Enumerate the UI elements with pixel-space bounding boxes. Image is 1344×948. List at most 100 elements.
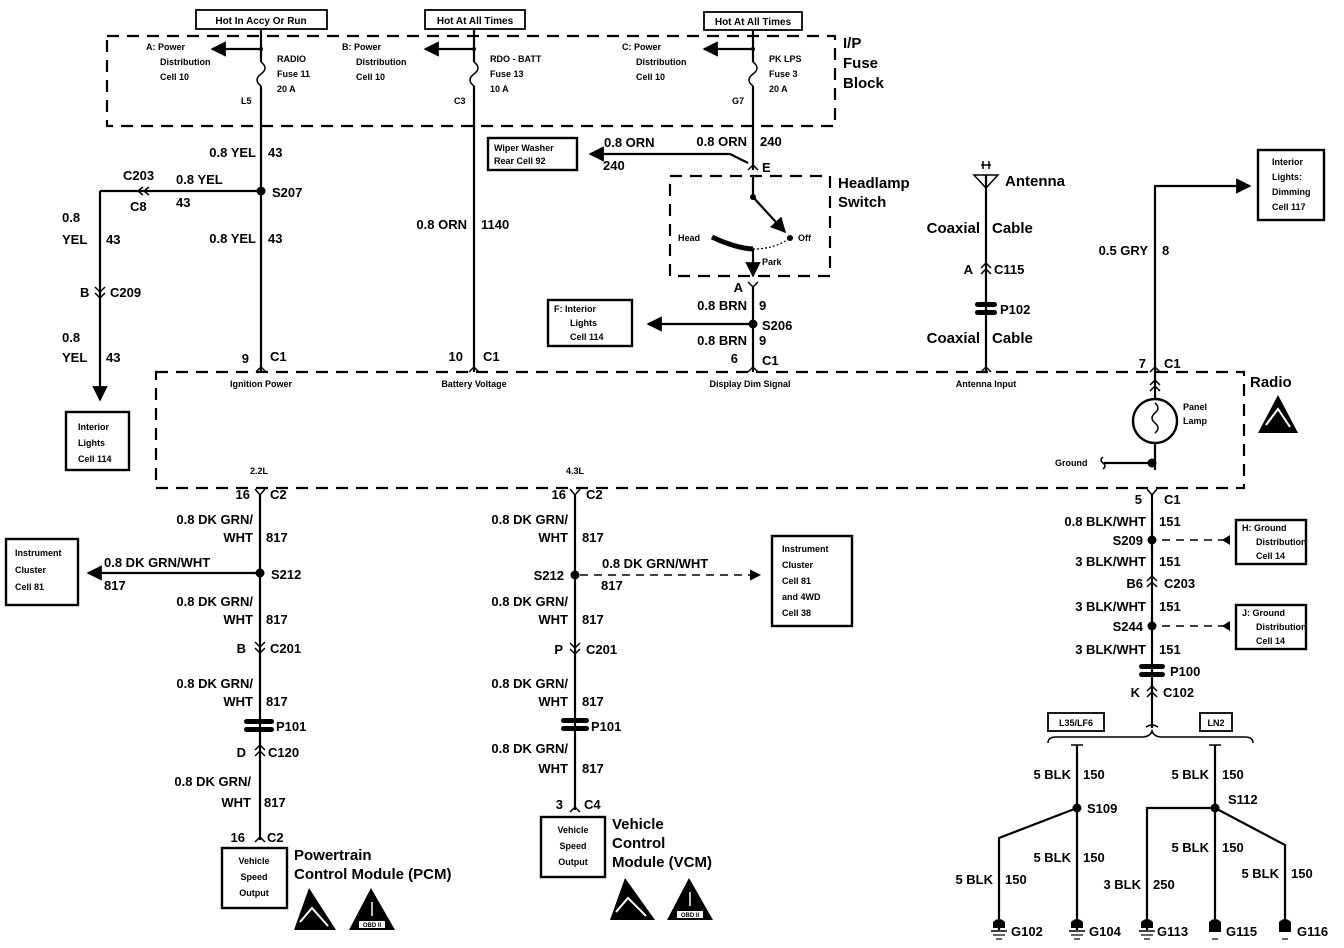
svg-text:WHT: WHT xyxy=(538,761,568,776)
svg-text:Ground: Ground xyxy=(1055,458,1088,468)
svg-text:151: 151 xyxy=(1159,599,1181,614)
svg-text:G7: G7 xyxy=(732,96,744,106)
svg-text:WHT: WHT xyxy=(223,694,253,709)
svg-text:9: 9 xyxy=(242,351,249,366)
svg-text:20 A: 20 A xyxy=(769,84,788,94)
svg-text:0.8 YEL: 0.8 YEL xyxy=(209,145,256,160)
svg-text:16: 16 xyxy=(231,830,245,845)
svg-text:P101: P101 xyxy=(591,719,621,734)
svg-text:Cluster: Cluster xyxy=(15,565,47,575)
svg-text:817: 817 xyxy=(266,530,288,545)
connector-icon xyxy=(255,365,267,373)
connector-icon xyxy=(747,281,759,289)
svg-text:Module (VCM): Module (VCM) xyxy=(612,854,712,871)
svg-text:Instrument: Instrument xyxy=(15,548,62,558)
svg-text:817: 817 xyxy=(582,694,604,709)
svg-text:Cell 81: Cell 81 xyxy=(15,582,44,592)
svg-text:0.8 BLK/WHT: 0.8 BLK/WHT xyxy=(1064,514,1146,529)
svg-text:Cell 38: Cell 38 xyxy=(782,608,811,618)
svg-text:Antenna: Antenna xyxy=(1005,173,1066,190)
svg-text:C203: C203 xyxy=(123,168,154,183)
svg-text:C201: C201 xyxy=(270,641,301,656)
ground-g113-icon xyxy=(1139,919,1155,940)
svg-text:43: 43 xyxy=(106,350,120,365)
svg-text:150: 150 xyxy=(1222,767,1244,782)
connector-icon xyxy=(747,163,759,171)
svg-text:5 BLK: 5 BLK xyxy=(1171,840,1209,855)
svg-text:0.8 DK GRN/: 0.8 DK GRN/ xyxy=(176,676,253,691)
svg-text:Display Dim Signal: Display Dim Signal xyxy=(709,379,790,389)
svg-text:9: 9 xyxy=(759,298,766,313)
interior-lights-cell114-box xyxy=(64,410,131,472)
svg-text:6: 6 xyxy=(731,351,738,366)
svg-text:20 A: 20 A xyxy=(277,84,296,94)
svg-text:OBD II: OBD II xyxy=(681,913,700,919)
svg-text:150: 150 xyxy=(1222,840,1244,855)
svg-text:OBD II: OBD II xyxy=(363,923,382,929)
svg-text:3 BLK/WHT: 3 BLK/WHT xyxy=(1075,599,1146,614)
svg-text:Speed: Speed xyxy=(559,841,586,851)
fuse-pk-lps: C: Power Distribution Cell 10 PK LPS Fus… xyxy=(622,30,802,170)
svg-text:Cell 14: Cell 14 xyxy=(1256,551,1285,561)
pass-through-p101-icon xyxy=(561,718,589,723)
switch-contact xyxy=(752,196,787,234)
pass-through-p102-icon xyxy=(975,302,997,307)
svg-text:Panel: Panel xyxy=(1183,402,1207,412)
svg-text:C2: C2 xyxy=(586,487,603,502)
connector-c201-icon xyxy=(569,642,581,656)
svg-text:817: 817 xyxy=(264,795,286,810)
svg-text:0.8 DK GRN/: 0.8 DK GRN/ xyxy=(491,594,568,609)
svg-text:0.8 DK GRN/: 0.8 DK GRN/ xyxy=(176,512,253,527)
svg-text:S212: S212 xyxy=(534,568,564,583)
svg-text:Rear Cell 92: Rear Cell 92 xyxy=(494,156,546,166)
svg-text:1140: 1140 xyxy=(481,217,509,232)
battery-circuit: 0.8 ORN 1140 10 C1 xyxy=(416,217,509,373)
svg-text:G116: G116 xyxy=(1297,924,1328,939)
svg-text:7: 7 xyxy=(1139,356,1146,371)
svg-text:Ignition Power: Ignition Power xyxy=(230,379,292,389)
power-label-accy-run: Hot In Accy Or Run xyxy=(195,9,328,30)
headlamp-switch-outline xyxy=(668,174,832,278)
splice-s209 xyxy=(1147,535,1157,545)
svg-text:0.8 DK GRN/: 0.8 DK GRN/ xyxy=(491,741,568,756)
svg-text:Cable: Cable xyxy=(992,330,1033,347)
svg-text:5 BLK: 5 BLK xyxy=(1241,866,1279,881)
svg-text:G115: G115 xyxy=(1226,924,1257,939)
svg-text:150: 150 xyxy=(1005,872,1027,887)
obd-ii-icon: OBD II xyxy=(349,888,395,930)
svg-text:150: 150 xyxy=(1083,767,1105,782)
svg-text:S212: S212 xyxy=(271,567,301,582)
svg-text:B: B xyxy=(80,285,89,300)
svg-text:RADIO: RADIO xyxy=(277,54,306,64)
svg-text:43: 43 xyxy=(268,145,282,160)
connector-icon xyxy=(468,365,480,373)
svg-text:C1: C1 xyxy=(1164,492,1181,507)
splice-s212 xyxy=(570,570,580,580)
svg-text:C2: C2 xyxy=(267,830,284,845)
svg-text:0.8: 0.8 xyxy=(62,210,80,225)
svg-text:Vehicle: Vehicle xyxy=(612,816,664,833)
svg-text:WHT: WHT xyxy=(221,795,251,810)
svg-text:240: 240 xyxy=(603,158,625,173)
svg-text:L35/LF6: L35/LF6 xyxy=(1059,718,1093,728)
svg-text:Fuse 13: Fuse 13 xyxy=(490,69,524,79)
svg-text:Cell 10: Cell 10 xyxy=(160,72,189,82)
connector-c201-icon xyxy=(254,641,266,655)
pass-through-p101-icon xyxy=(244,719,274,724)
svg-text:RDO - BATT: RDO - BATT xyxy=(490,54,542,64)
svg-text:C1: C1 xyxy=(762,353,779,368)
svg-text:S207: S207 xyxy=(272,185,302,200)
instrument-cluster-box xyxy=(4,537,80,607)
svg-text:S244: S244 xyxy=(1113,619,1144,634)
connector-c115-icon xyxy=(980,261,992,275)
svg-text:B: Power: B: Power xyxy=(342,42,382,52)
svg-text:Cell 14: Cell 14 xyxy=(1256,636,1285,646)
connector-icon xyxy=(747,365,759,373)
svg-text:151: 151 xyxy=(1159,642,1181,657)
svg-text:150: 150 xyxy=(1083,850,1105,865)
svg-text:Distribution: Distribution xyxy=(160,57,211,67)
svg-text:2.2L: 2.2L xyxy=(250,466,269,476)
svg-text:PK LPS: PK LPS xyxy=(769,54,802,64)
svg-text:C1: C1 xyxy=(483,349,500,364)
svg-text:Cluster: Cluster xyxy=(782,560,814,570)
